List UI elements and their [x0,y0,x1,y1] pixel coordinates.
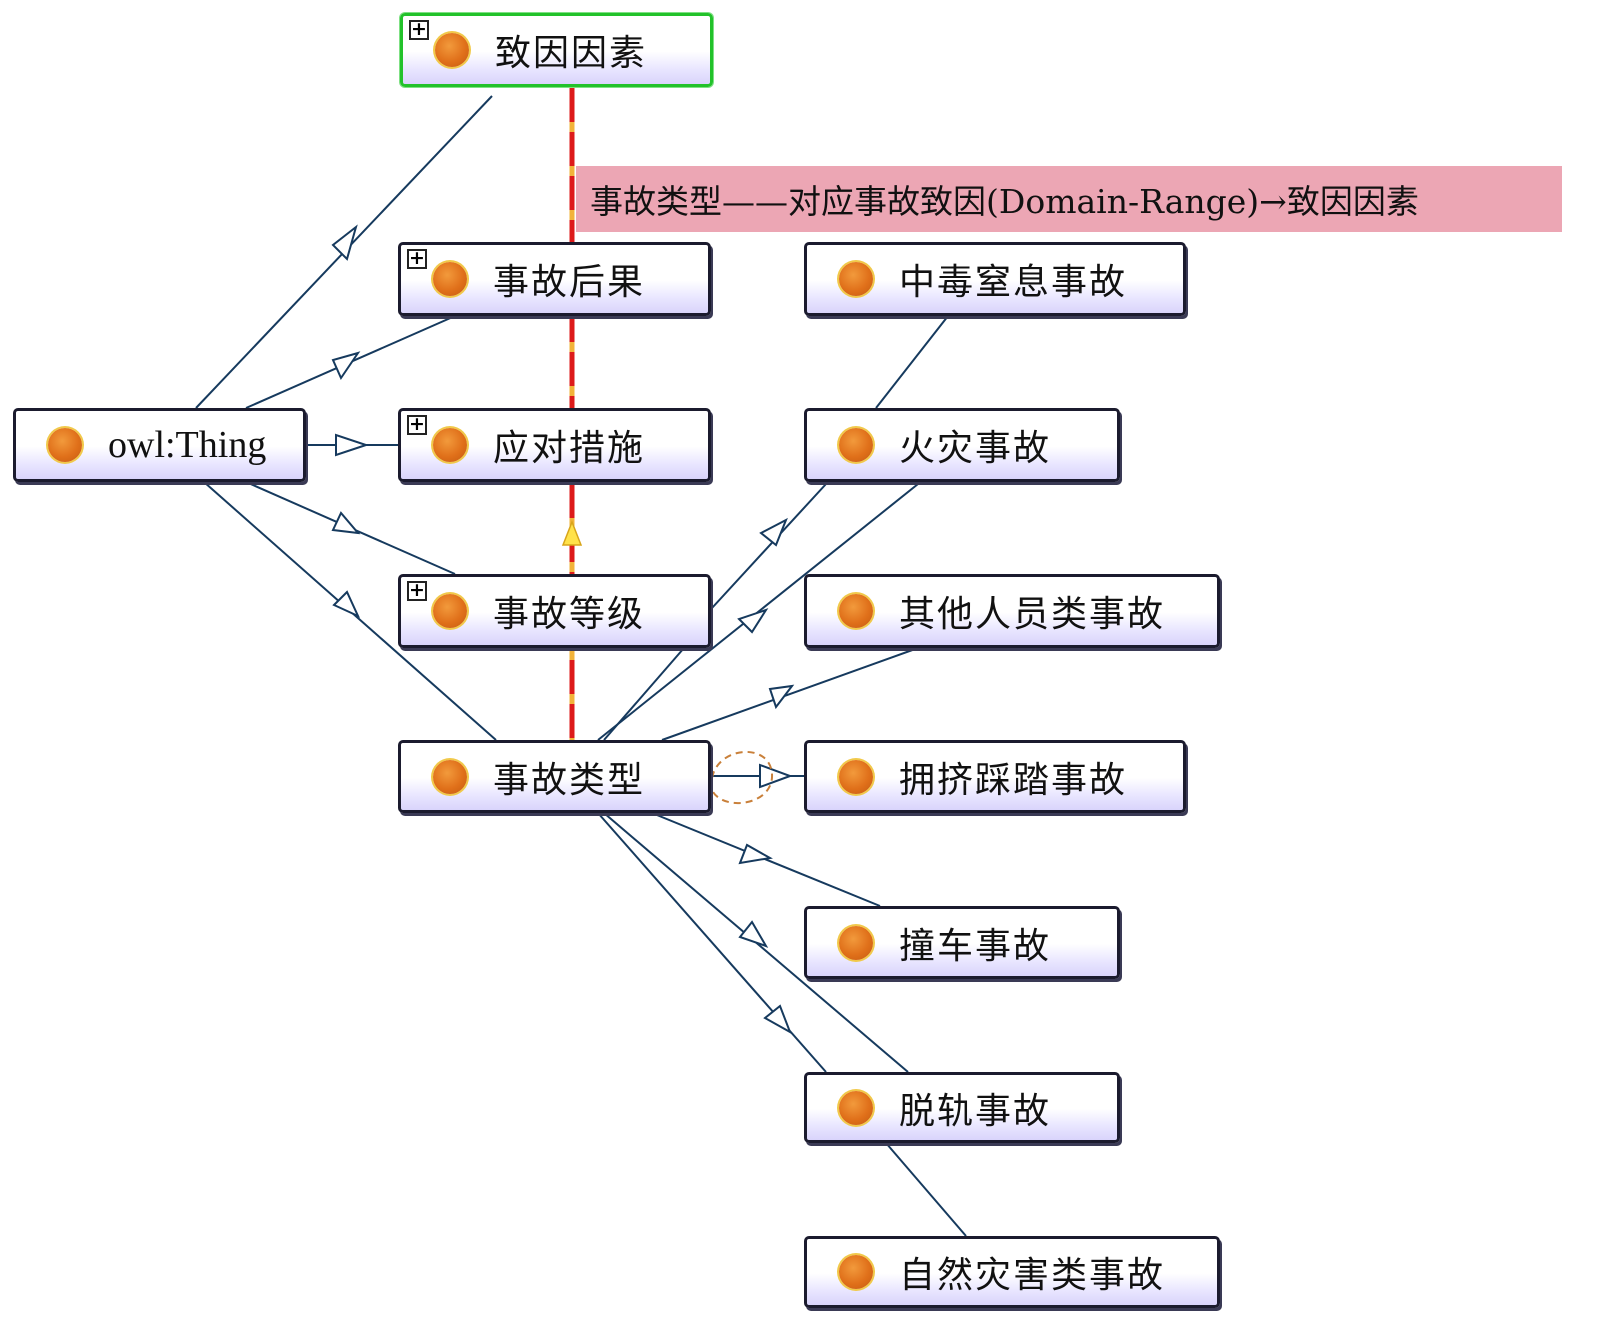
arrowhead-to-tuogui-b [763,1004,792,1035]
node-label: 自然灾害类事故 [899,1255,1166,1296]
arrowhead-to-zhuangche [738,843,773,865]
class-circle-icon [839,759,873,794]
node-label: 致因因素 [495,33,648,74]
arrowhead-to-shigu-leixing [332,590,361,619]
node-zhongdu[interactable]: 中毒窒息事故 [804,242,1186,316]
node-huozai[interactable]: 火灾事故 [804,408,1120,482]
class-circle-icon [433,262,467,296]
arrowhead-to-shigu-houguo [331,351,361,381]
node-shigu-dengji[interactable]: + 事故等级 [398,574,711,648]
arrowhead-to-huozai [759,517,788,547]
node-label: 事故等级 [493,594,646,635]
node-yongji[interactable]: 拥挤踩踏事故 [804,740,1186,813]
node-label: 火灾事故 [899,428,1052,469]
edge-shigu-leixing-to-tuogui-b [597,812,827,1073]
node-ziran-zaihai[interactable]: 自然灾害类事故 [804,1236,1220,1308]
node-zhuangche[interactable]: 撞车事故 [804,906,1120,979]
expand-plus-icon[interactable]: + [409,20,429,40]
arrowhead-to-yongji-horizontal [759,763,793,789]
arrowhead-to-qita-renyuan [737,608,769,634]
class-circle-icon [433,594,467,628]
relation-label-banner: 事故类型——对应事故致因(Domain-Range)→致因因素 [576,166,1562,232]
edge-tuogui-to-ziran-zaihai [885,1142,967,1237]
node-owl-thing[interactable]: owl:Thing [13,408,306,482]
node-yingdui-cuoshi[interactable]: + 应对措施 [398,408,711,482]
arrowhead-to-zhiyin-yinsu [331,224,358,261]
node-tuogui[interactable]: 脱轨事故 [804,1072,1120,1143]
class-circle-icon [839,925,873,960]
edge-shigu-leixing-to-huozai-b [711,483,827,609]
node-shigu-leixing[interactable]: 事故类型 [398,740,711,813]
class-circle-icon [433,759,467,794]
node-label: 拥挤踩踏事故 [899,759,1128,801]
node-label: 其他人员类事故 [899,594,1166,635]
class-circle-icon [839,262,873,296]
expand-plus-icon[interactable]: + [407,415,427,435]
class-circle-icon [839,428,873,462]
edge-shigu-leixing-to-qita-renyuan [661,647,919,741]
node-label: 事故类型 [493,759,646,801]
edge-shigu-dengji-link [603,647,685,741]
node-label: 中毒窒息事故 [899,262,1128,303]
class-circle-icon [839,1255,873,1289]
node-label: 脱轨事故 [899,1090,1052,1132]
node-label: 事故后果 [493,262,646,303]
arrowhead-to-shigu-dengji [331,511,361,535]
expand-plus-icon[interactable]: + [407,249,427,269]
class-circle-icon [435,33,469,67]
arrowhead-to-tuogui-a [738,920,769,948]
arrowhead-to-yongji [768,684,795,710]
edge-shigu-leixing-to-zhongdu [875,315,949,409]
class-circle-icon [433,428,467,462]
node-shigu-houguo[interactable]: + 事故后果 [398,242,711,316]
class-circle-icon [48,428,82,462]
expand-plus-icon[interactable]: + [407,581,427,601]
class-circle-icon [839,1090,873,1125]
node-zhiyin-yinsu[interactable]: + 致因因素 [400,13,713,87]
node-label: 撞车事故 [899,925,1052,967]
class-circle-icon [839,594,873,628]
arrowhead-to-yingdui-cuoshi [335,433,370,457]
self-loop-shigu-leixing [711,750,774,804]
relation-arrowhead [561,519,583,546]
node-label: 应对措施 [493,428,646,469]
node-label: owl:Thing [108,424,267,466]
node-qita-renyuan[interactable]: 其他人员类事故 [804,574,1220,648]
